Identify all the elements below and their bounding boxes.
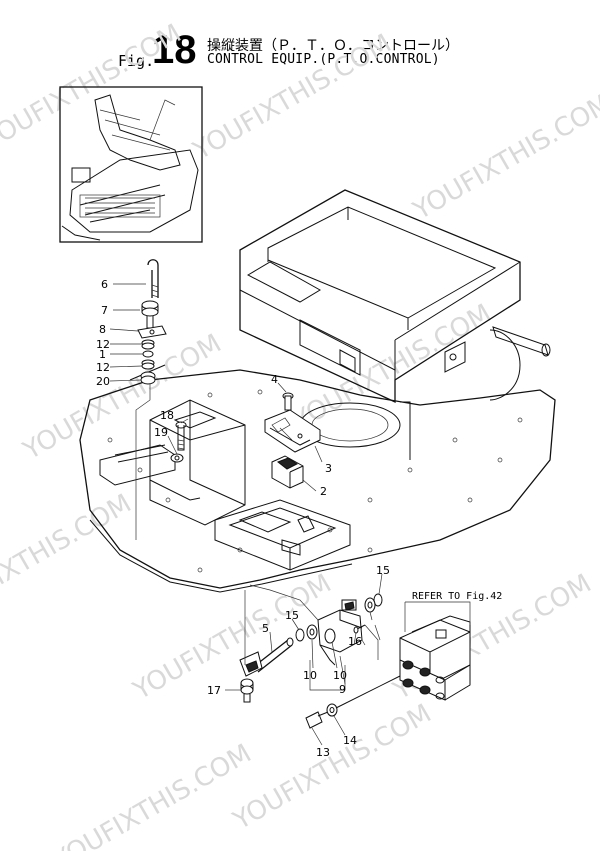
part-15-o-ring-left <box>295 628 305 642</box>
callout-2: 2 <box>320 485 327 498</box>
callout-14: 14 <box>343 734 357 747</box>
leader-line <box>135 384 151 540</box>
inset-location-view <box>59 86 203 243</box>
part-7-bolt <box>141 300 159 329</box>
figure-title-english: CONTROL EQUIP.(P.T.O.CONTROL) <box>207 52 440 67</box>
watermark-text: YOUFIXTHIS.COM <box>408 89 600 227</box>
assembly-lines <box>244 584 379 691</box>
callout-labels: 6 7 8 12 1 12 20 4 18 19 3 2 15 5 15 16 … <box>96 278 390 759</box>
part-2-guide-block <box>271 455 304 489</box>
base-plate <box>79 364 556 593</box>
callout-15-left: 15 <box>285 609 299 622</box>
part-16-pin <box>353 624 366 634</box>
part-9-lever <box>317 599 363 666</box>
callout-3: 3 <box>325 462 332 475</box>
watermark-text: YOUFIXTHIS.COM <box>48 739 257 851</box>
figure-prefix: Fig. <box>118 52 155 70</box>
callout-leaders <box>109 283 383 746</box>
callout-12-lower: 12 <box>96 361 110 374</box>
callout-5: 5 <box>262 622 269 635</box>
reference-note: REFER TO Fig.42 <box>412 591 503 602</box>
leader-line <box>361 624 381 646</box>
part-4-bolt <box>282 392 294 411</box>
callout-18: 18 <box>160 409 174 422</box>
part-3-plate <box>264 409 321 453</box>
part-19-nut <box>170 453 184 463</box>
part-18-bolt <box>175 421 187 451</box>
figure-number: 18 <box>152 28 197 72</box>
watermark-text: YOUFIXTHIS.COM <box>0 489 137 627</box>
part-1-spring-washer <box>142 350 154 358</box>
callout-8: 8 <box>99 323 106 336</box>
callout-10-left: 10 <box>303 669 317 682</box>
callout-16: 16 <box>348 635 362 648</box>
callout-10-right: 10 <box>333 669 347 682</box>
part-5-rod <box>239 637 294 677</box>
reference-bracket <box>404 601 471 632</box>
callout-7: 7 <box>101 304 108 317</box>
part-12-nut-lower <box>141 359 155 370</box>
part-6-u-bolt <box>147 259 159 298</box>
callout-19: 19 <box>154 426 168 439</box>
callout-13: 13 <box>316 746 330 759</box>
part-10-bushing-left <box>306 624 318 640</box>
part-12-nut <box>141 339 155 350</box>
part-13-bolt <box>305 711 329 729</box>
watermark-text: YOUFIXTHIS.COM <box>188 29 397 167</box>
part-20-nut <box>140 371 156 385</box>
part-14-washer <box>326 703 338 717</box>
callout-1: 1 <box>99 348 106 361</box>
frame-box <box>239 189 551 460</box>
watermark-text: YOUFIXTHIS.COM <box>18 329 227 467</box>
part-17-bolt <box>240 678 254 703</box>
callout-20: 20 <box>96 375 110 388</box>
callout-17: 17 <box>207 684 221 697</box>
callout-12: 12 <box>96 338 110 351</box>
part-8-washer-plate <box>137 325 167 339</box>
part-10-bushing-right <box>364 597 376 613</box>
watermark-text: YOUFIXTHIS.COM <box>228 699 437 837</box>
valve-assembly <box>335 615 471 709</box>
callout-15-right: 15 <box>376 564 390 577</box>
figure-title-japanese: 操縦装置（Ｐ．Ｔ．Ｏ．コントロール） <box>207 38 459 54</box>
callout-4: 4 <box>271 373 278 386</box>
callout-9: 9 <box>339 683 346 696</box>
callout-6: 6 <box>101 278 108 291</box>
